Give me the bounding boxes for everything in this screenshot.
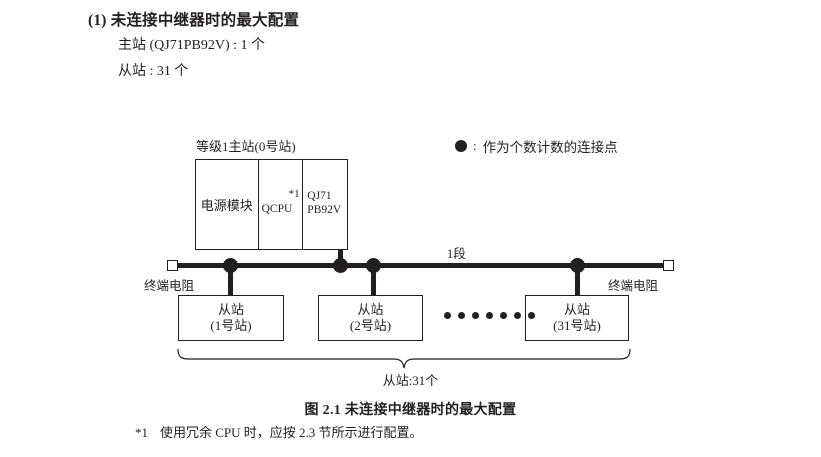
connection-point-dot-slave-2: [366, 258, 381, 273]
legend-colon: :: [473, 138, 477, 153]
ellipsis-dot: [500, 312, 507, 319]
spec-line-master: 主站 (QJ71PB92V) : 1 个: [118, 38, 266, 53]
slave-station-box-2: 从站 (2号站): [318, 295, 423, 341]
footnote: *1 使用冗余 CPU 时，应按 2.3 节所示进行配置。: [135, 422, 423, 441]
terminator-resistor-right-icon: [663, 260, 674, 271]
terminator-resistor-right-label: 终端电阻: [608, 279, 659, 293]
drop-line-slave-31: [575, 266, 580, 296]
slave-station-box-31: 从站 (31号站): [525, 295, 629, 341]
slave-group-brace: [177, 348, 631, 369]
ellipsis-dot: [528, 312, 535, 319]
slave-station-number: (2号站): [349, 318, 392, 333]
connection-point-dot-icon: [455, 140, 467, 152]
drop-line-slave-2: [371, 266, 376, 296]
ellipsis-dot: [444, 312, 451, 319]
slave-station-box-1: 从站 (1号站): [178, 295, 284, 341]
terminator-resistor-left-label: 终端电阻: [144, 279, 195, 293]
slave-station-title: 从站: [217, 302, 244, 318]
ellipsis-dot: [514, 312, 521, 319]
footnote-mark: *1: [135, 425, 148, 440]
footnote-text: 使用冗余 CPU 时，应按 2.3 节所示进行配置。: [160, 425, 423, 440]
figure-caption: 图 2.1 未连接中继器时的最大配置: [304, 403, 517, 418]
spec-line-slave: 从站 : 31 个: [118, 64, 189, 79]
ellipsis-dot: [458, 312, 465, 319]
module-power-supply-label: 电源模块: [200, 198, 253, 213]
master-station-label: 等级1主站(0号站): [196, 139, 296, 154]
ellipsis-dot: [472, 312, 479, 319]
slave-station-number: (1号站): [210, 318, 252, 333]
legend-label: 作为个数计数的连接点: [482, 140, 618, 155]
module-qcpu-label: QCPU: [261, 203, 293, 215]
slave-station-number: (31号站): [553, 318, 601, 333]
slave-station-title: 从站: [357, 302, 384, 318]
footnote-marker-1: *1: [288, 188, 300, 200]
ellipsis-dot: [486, 312, 493, 319]
ellipsis-dots: [444, 312, 535, 319]
module-qj71pb92v-label-line1: QJ71: [307, 190, 332, 202]
slave-station-title: 从站: [563, 302, 590, 318]
connection-point-dot-slave-1: [223, 258, 238, 273]
legend: : 作为个数计数的连接点: [455, 136, 618, 156]
segment-label: 1段: [447, 247, 466, 261]
drop-line-slave-1: [228, 266, 233, 296]
module-qcpu: QCPU *1: [259, 160, 304, 249]
terminator-resistor-left-icon: [167, 260, 178, 271]
section-heading: (1) 未连接中继器时的最大配置: [88, 12, 300, 29]
connection-point-dot-slave-31: [570, 258, 585, 273]
module-qj71pb92v: QJ71 PB92V: [303, 160, 347, 249]
module-power-supply: 电源模块: [196, 160, 259, 249]
master-station-block: 电源模块 QCPU *1 QJ71 PB92V: [195, 159, 348, 250]
connection-point-dot-master: [333, 258, 348, 273]
bus-line: [176, 263, 670, 268]
module-qj71pb92v-label-line2: PB92V: [307, 204, 342, 216]
slave-group-label: 从站:31个: [382, 373, 439, 388]
